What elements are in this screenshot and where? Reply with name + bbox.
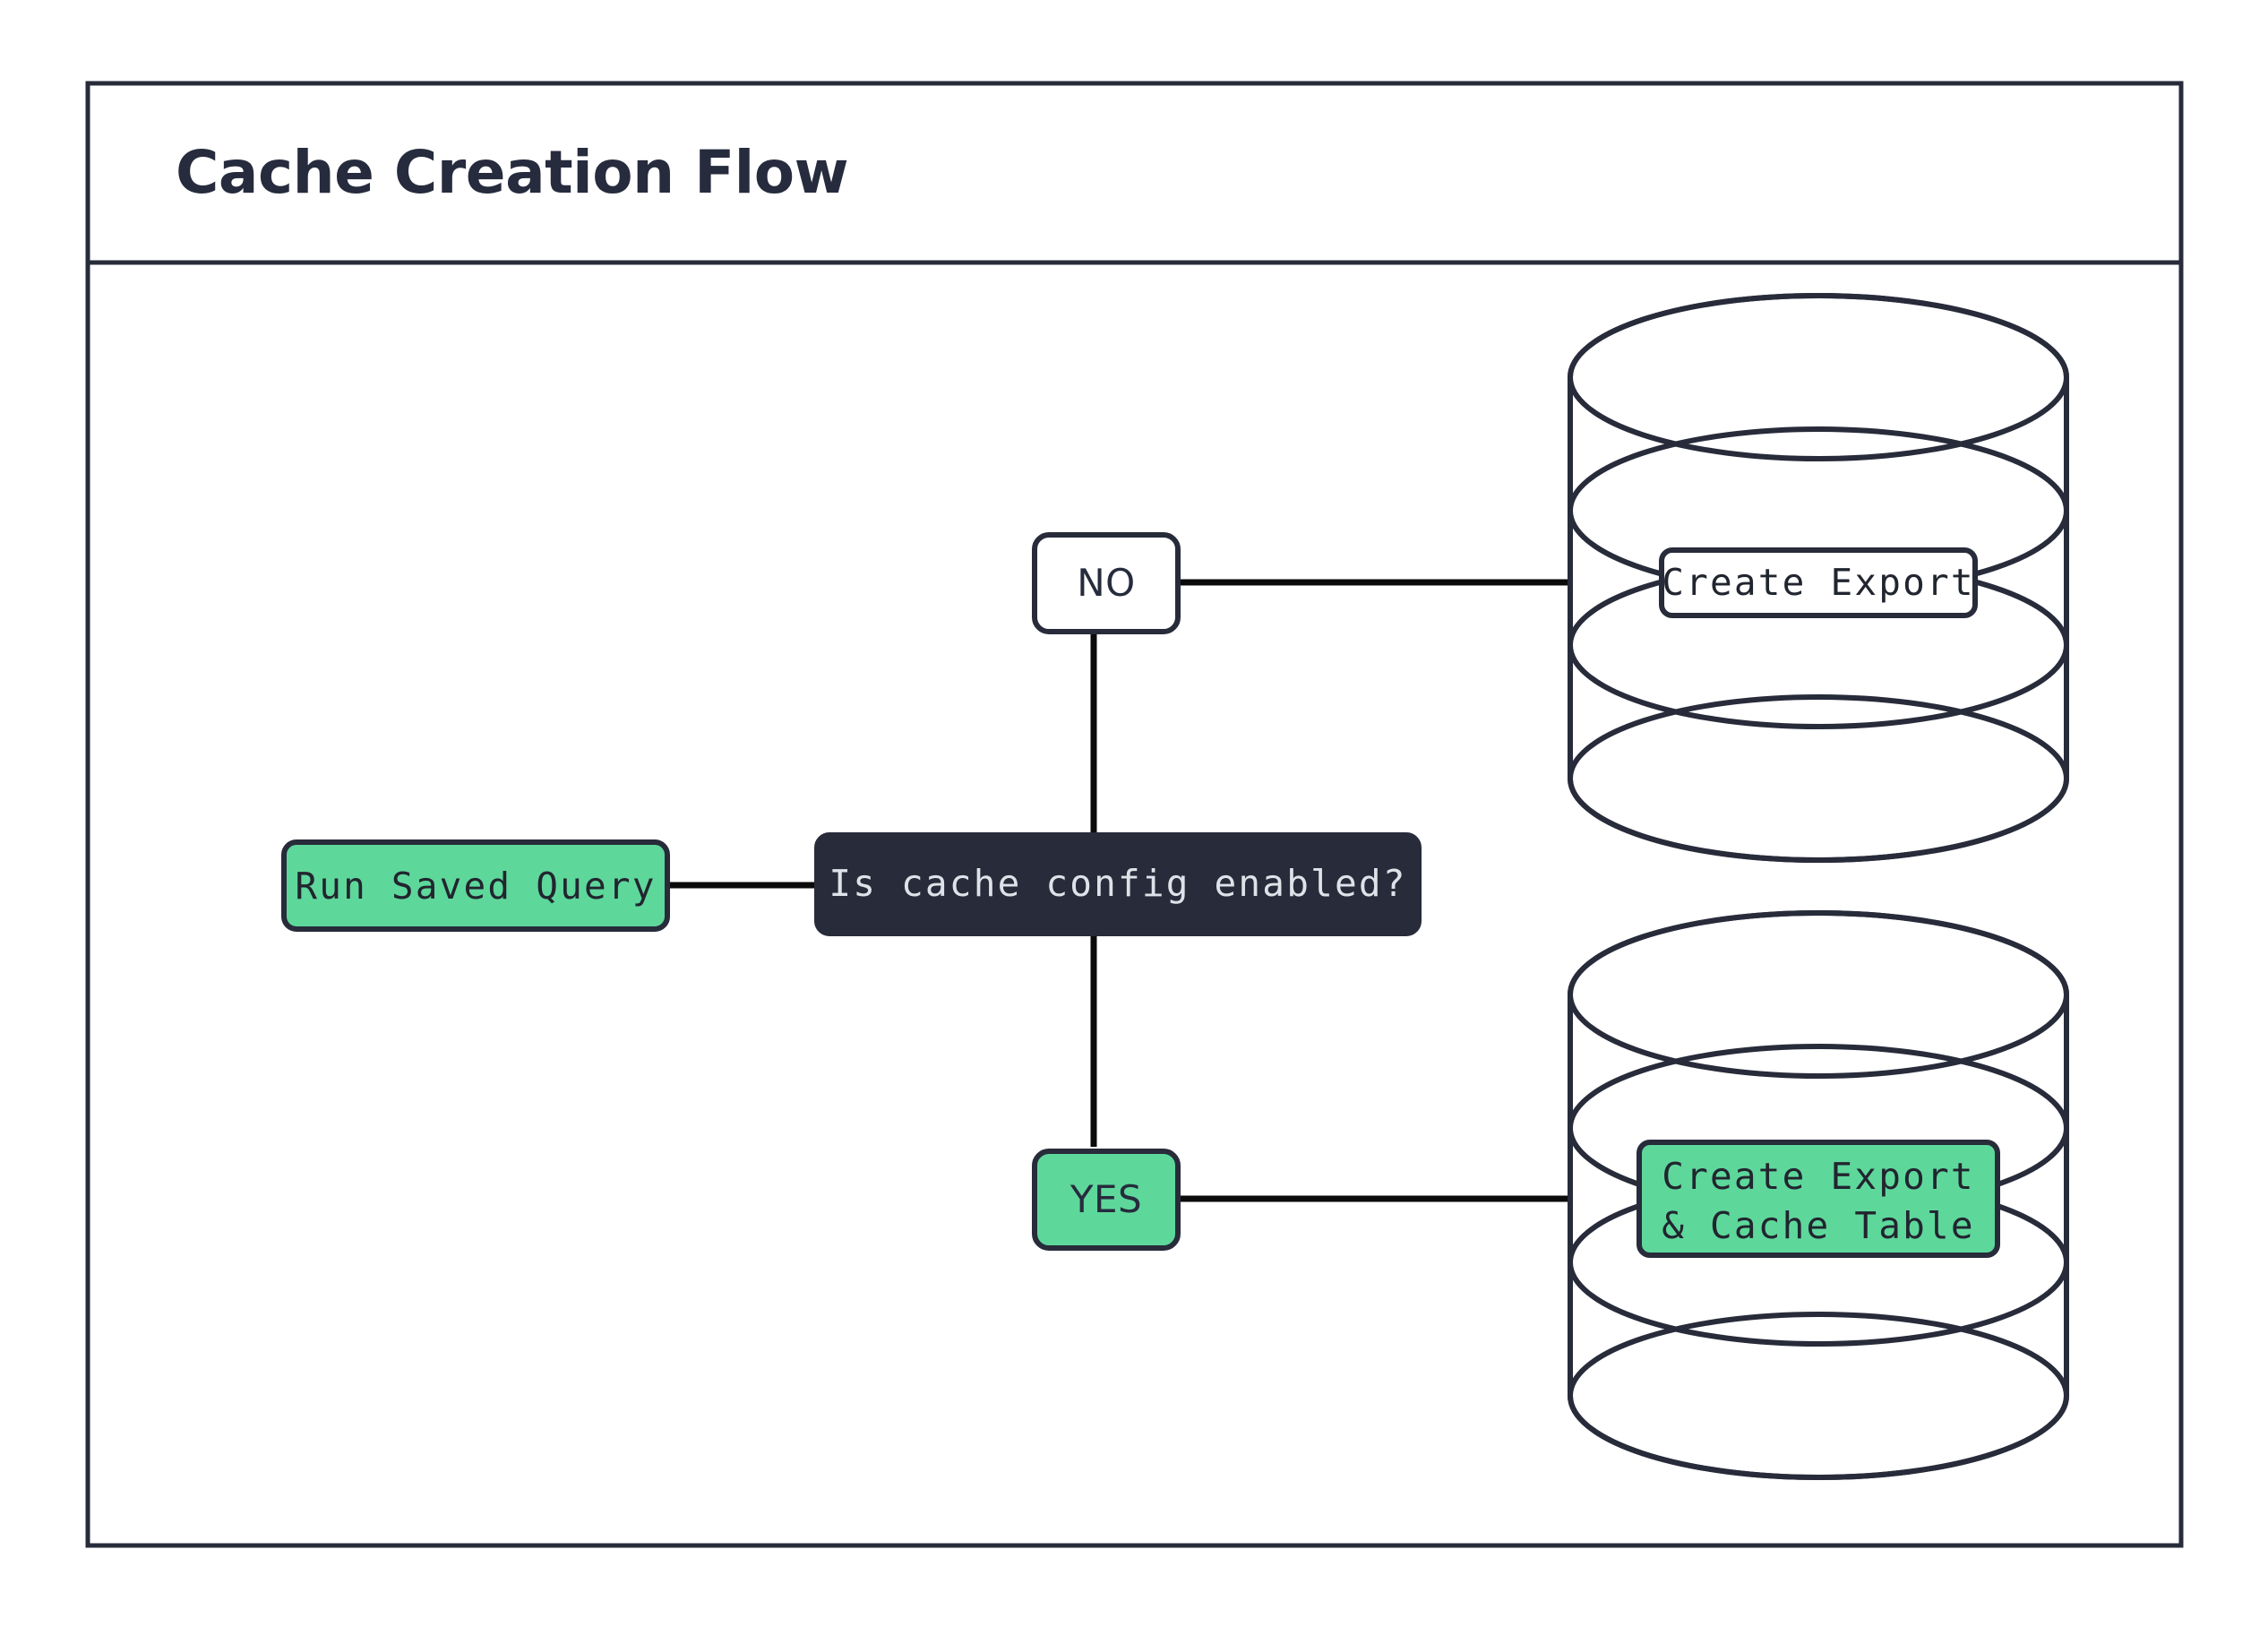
run-saved-query-label: Run Saved Query [295,865,656,908]
branch-no-box [1032,532,1181,634]
page-title: Cache Creation Flow [176,138,848,207]
db-bottom-label-line2: & Cache Table [1662,1204,1975,1247]
node-branch-yes[interactable]: YES [1032,1149,1181,1251]
branch-no-label: NO [1077,561,1135,605]
decision-box [814,832,1422,936]
run-saved-query-box [281,839,670,932]
decision-label: Is cache config enabled? [829,862,1406,905]
node-is-cache-config-enabled[interactable]: Is cache config enabled? [814,832,1422,936]
db-bottom-label-box [1637,1140,2000,1258]
db-top-label-box [1659,547,1978,618]
node-run-saved-query[interactable]: Run Saved Query [281,839,670,932]
branch-yes-box [1032,1149,1181,1251]
branch-yes-label: YES [1070,1177,1142,1221]
database-create-export[interactable]: Create Export [1568,293,2069,863]
db-bottom-label-line1: Create Export [1662,1155,1975,1198]
node-branch-no[interactable]: NO [1032,532,1181,634]
database-create-export-and-cache-table[interactable]: Create Export & Cache Table [1568,910,2069,1480]
db-top-label: Create Export [1662,561,1975,604]
